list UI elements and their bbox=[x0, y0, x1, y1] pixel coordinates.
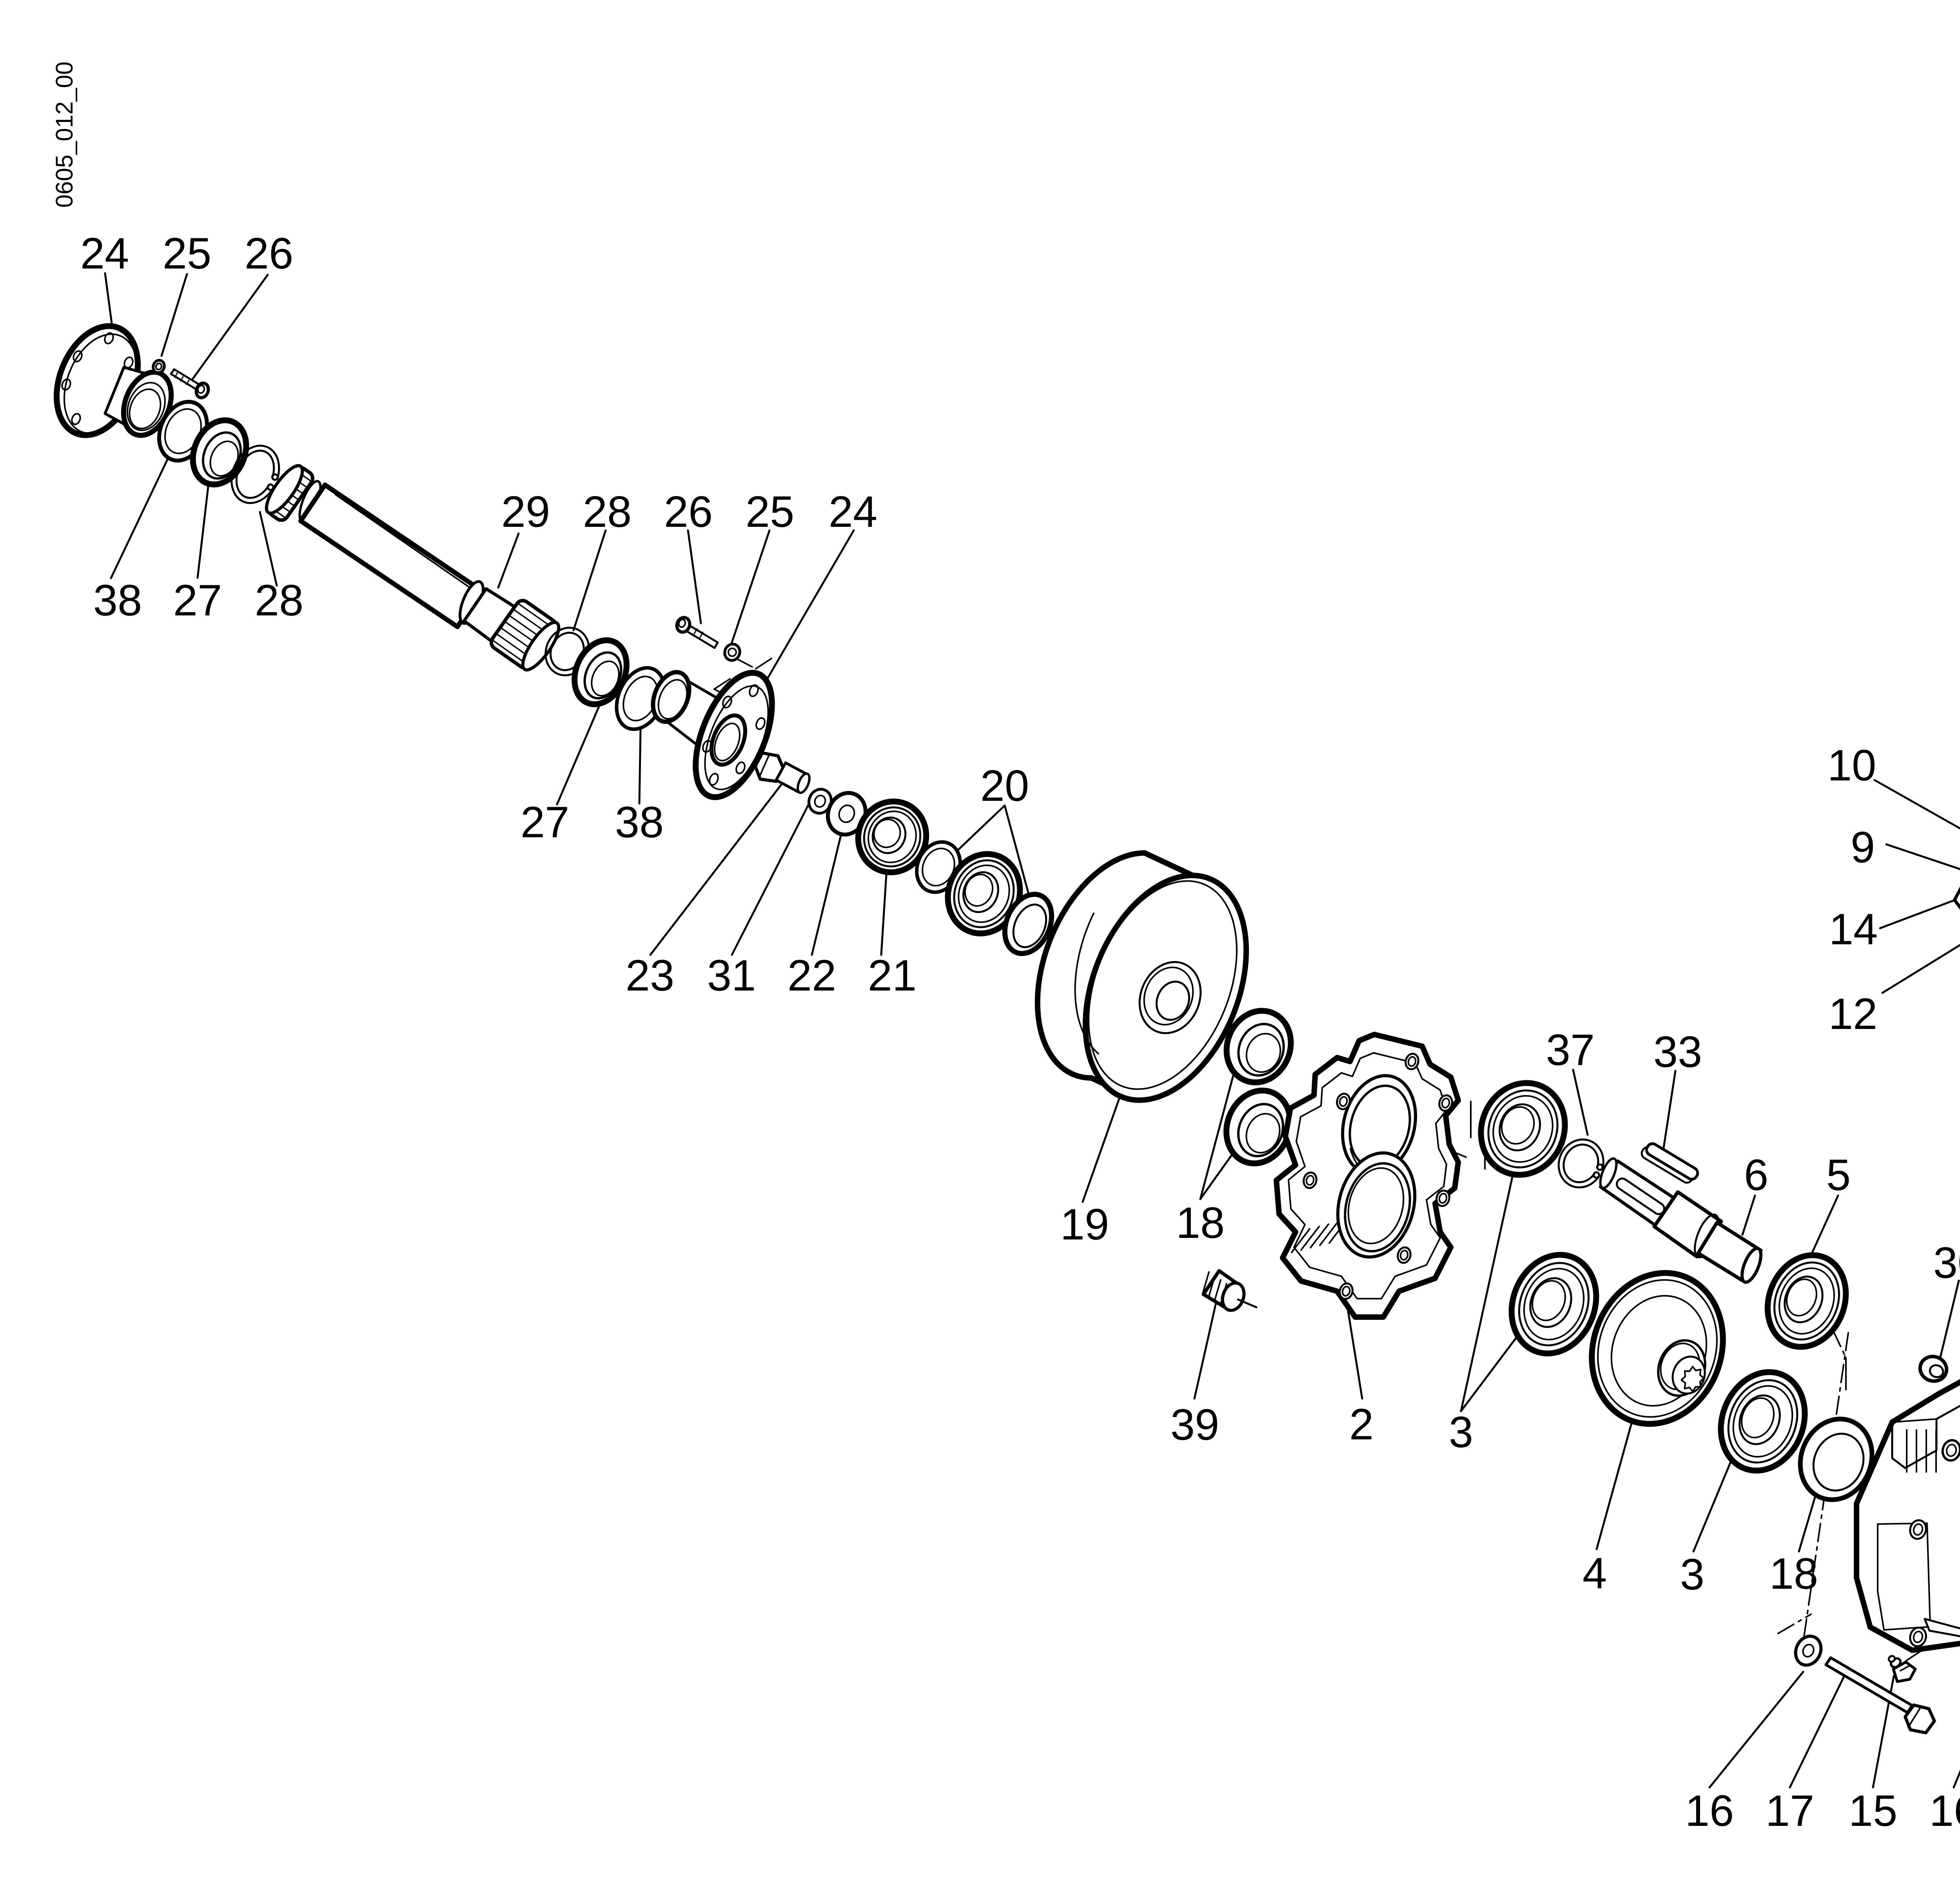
svg-text:22: 22 bbox=[788, 951, 837, 1000]
svg-text:30: 30 bbox=[1933, 1238, 1960, 1287]
svg-text:3: 3 bbox=[1449, 1408, 1473, 1457]
svg-text:0605_012_00: 0605_012_00 bbox=[51, 62, 78, 208]
svg-text:16: 16 bbox=[1929, 1786, 1960, 1835]
svg-text:38: 38 bbox=[93, 576, 142, 625]
svg-text:25: 25 bbox=[163, 229, 212, 278]
svg-text:27: 27 bbox=[521, 798, 570, 847]
svg-text:27: 27 bbox=[173, 576, 222, 625]
svg-text:38: 38 bbox=[615, 798, 664, 847]
svg-text:24: 24 bbox=[80, 229, 129, 278]
svg-text:2: 2 bbox=[1349, 1400, 1374, 1449]
svg-text:10: 10 bbox=[1828, 741, 1877, 790]
svg-text:6: 6 bbox=[1744, 1150, 1768, 1199]
svg-text:28: 28 bbox=[583, 487, 632, 536]
svg-text:26: 26 bbox=[245, 229, 294, 278]
svg-text:26: 26 bbox=[664, 487, 713, 536]
svg-text:5: 5 bbox=[1826, 1150, 1851, 1199]
svg-text:31: 31 bbox=[707, 951, 756, 1000]
svg-text:3: 3 bbox=[1680, 1550, 1704, 1599]
svg-text:4: 4 bbox=[1583, 1549, 1607, 1598]
svg-text:15: 15 bbox=[1849, 1786, 1898, 1835]
svg-text:37: 37 bbox=[1546, 1025, 1595, 1074]
svg-text:25: 25 bbox=[746, 487, 795, 536]
svg-text:9: 9 bbox=[1851, 823, 1875, 872]
svg-text:21: 21 bbox=[868, 951, 917, 1000]
svg-text:16: 16 bbox=[1685, 1786, 1734, 1835]
svg-text:14: 14 bbox=[1829, 905, 1878, 954]
svg-text:12: 12 bbox=[1829, 989, 1878, 1038]
svg-text:17: 17 bbox=[1766, 1786, 1815, 1835]
svg-text:24: 24 bbox=[829, 487, 878, 536]
svg-text:29: 29 bbox=[501, 487, 550, 536]
svg-text:20: 20 bbox=[980, 761, 1029, 810]
svg-text:28: 28 bbox=[255, 576, 304, 625]
svg-text:19: 19 bbox=[1060, 1200, 1109, 1249]
svg-text:18: 18 bbox=[1769, 1549, 1818, 1598]
svg-text:18: 18 bbox=[1176, 1198, 1225, 1247]
svg-text:33: 33 bbox=[1653, 1027, 1702, 1076]
svg-text:39: 39 bbox=[1171, 1400, 1220, 1449]
svg-text:23: 23 bbox=[626, 951, 675, 1000]
